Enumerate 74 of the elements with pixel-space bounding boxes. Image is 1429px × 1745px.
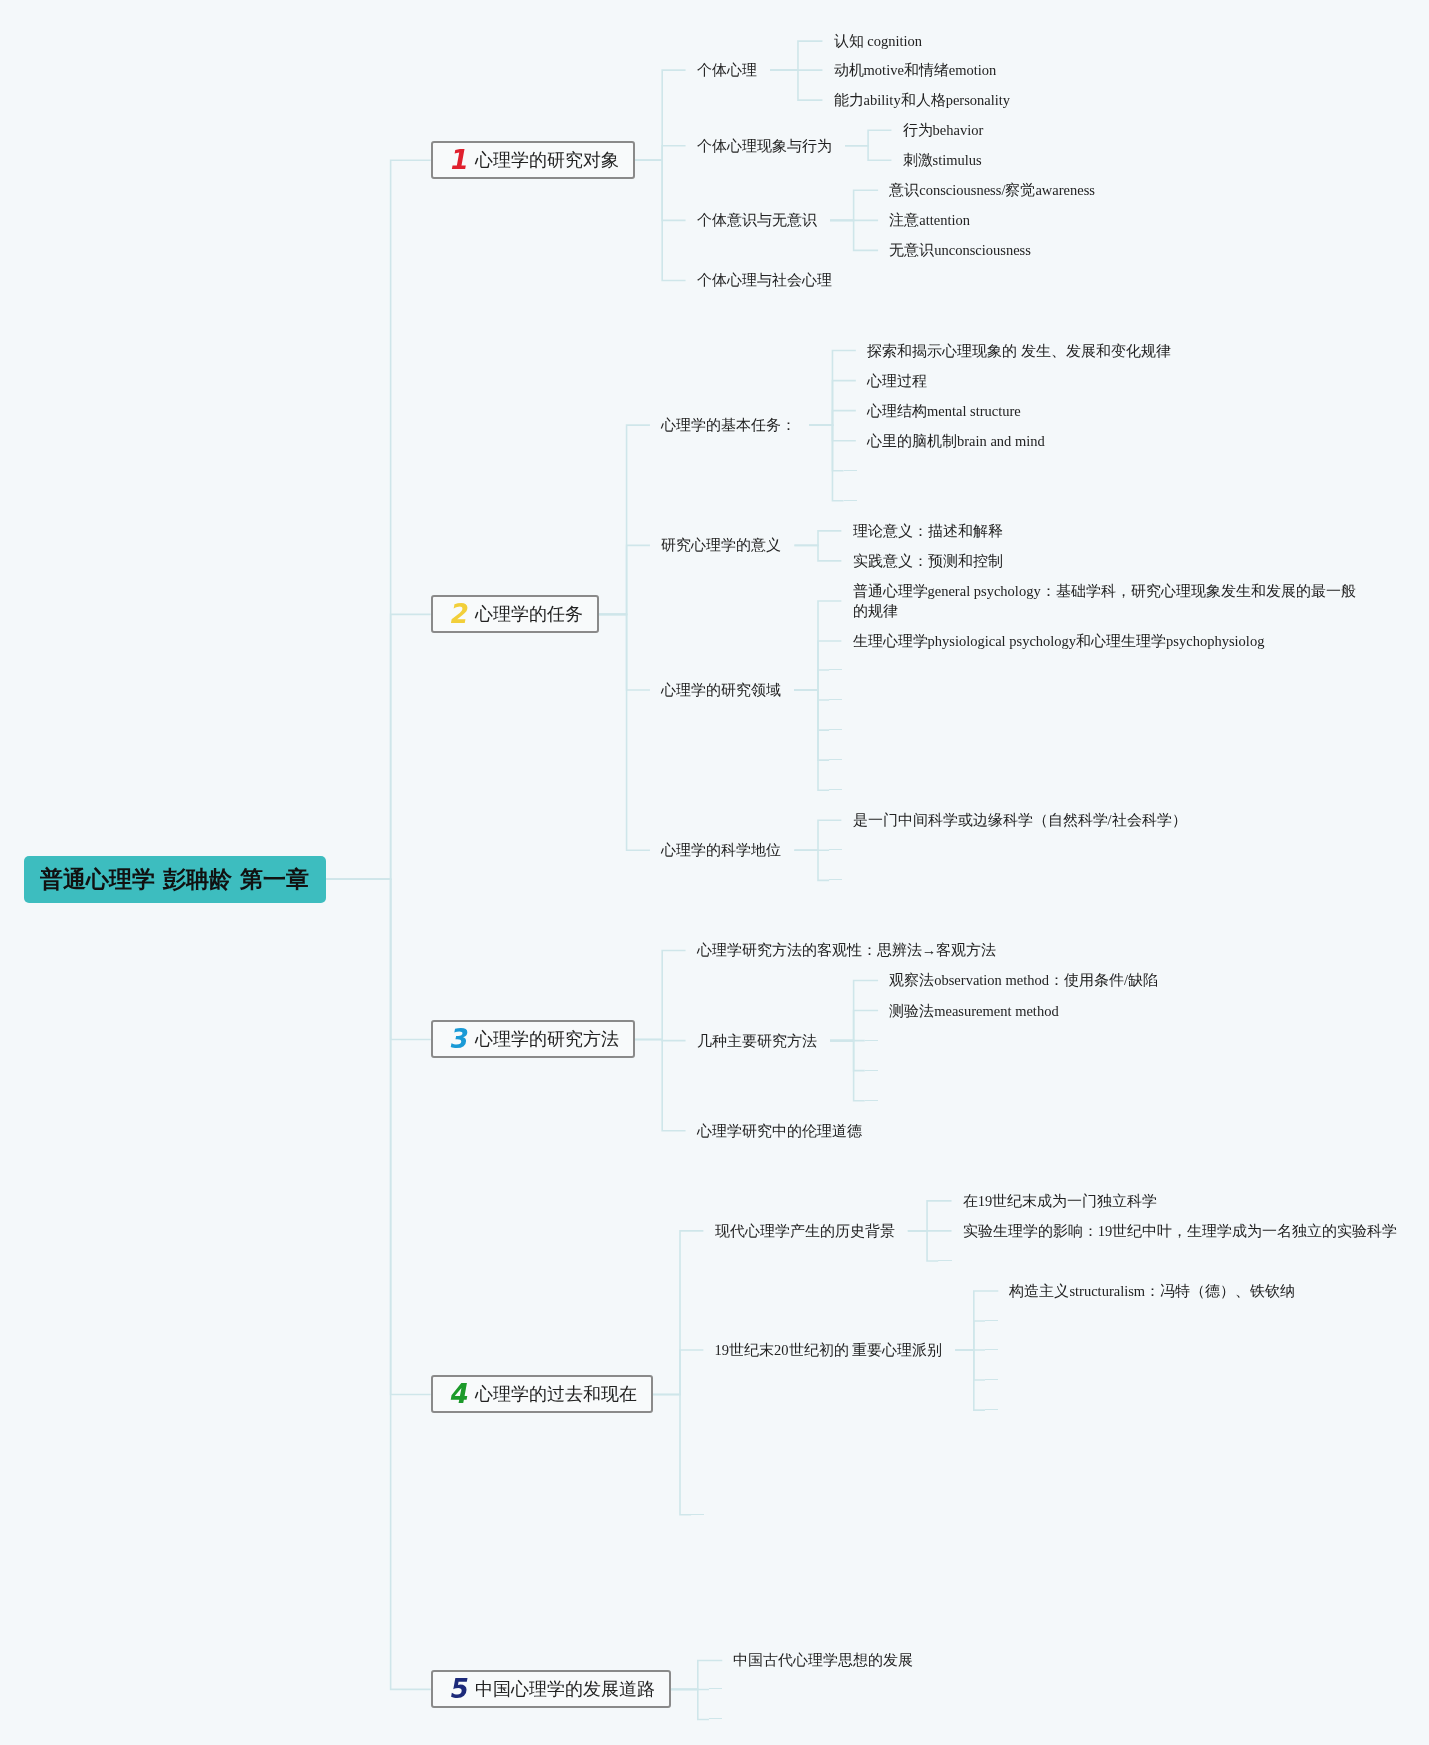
topic-text: 心理学的科学地位 — [661, 840, 782, 861]
empty-branch-end — [829, 849, 843, 852]
topic-label: 心理学的研究对象 — [474, 148, 619, 173]
empty-branch-end — [829, 879, 843, 882]
topic-text: 生理心理学physiological psychology和心理生理学psychophysiolog — [852, 631, 1265, 652]
empty-branch-end — [708, 1688, 723, 1691]
empty-branch-end — [843, 469, 857, 472]
empty-branch-end — [708, 1718, 723, 1721]
topic-text: 几种主要研究方法 — [696, 1030, 817, 1051]
topic-text: 实验生理学的影响：19世纪中叶，生理学成为一名独立的实验科学 — [962, 1220, 1398, 1241]
topic-text: 刺激stimulus — [902, 150, 982, 171]
topic-text: 个体意识与无意识 — [696, 210, 817, 231]
empty-branch-end — [691, 1513, 705, 1516]
topic-text: 19世纪末20世纪初的 重要心理派别 — [714, 1339, 943, 1360]
topic-text: 心理过程 — [866, 370, 927, 391]
empty-branch-end — [829, 699, 843, 702]
topic-number: 1 — [450, 147, 469, 174]
empty-branch-end — [864, 1039, 879, 1042]
topic-text: 实践意义：预测和控制 — [852, 550, 1003, 571]
topic-text: 观察法observation method：使用条件/缺陷 — [889, 970, 1158, 991]
topic-text: 理论意义：描述和解释 — [852, 520, 1003, 541]
branch-line — [793, 849, 830, 882]
topic-text: 个体心理与社会心理 — [696, 270, 832, 291]
topic-text: 能力ability和人格personality — [833, 90, 1011, 111]
topic-number: 3 — [450, 1026, 469, 1053]
topic-label: 心理学的研究方法 — [474, 1027, 619, 1052]
topic-text: 心理学研究中的伦理道德 — [696, 1120, 862, 1141]
empty-branch-end — [829, 789, 843, 792]
empty-branch-end — [829, 729, 843, 732]
topic-box — [430, 141, 635, 180]
topic-text: 研究心理学的意义 — [661, 535, 782, 556]
topic-number: 5 — [450, 1676, 469, 1703]
topic-box — [430, 1670, 671, 1709]
topic-label: 心理学的过去和现在 — [474, 1382, 637, 1407]
topic-text: 行为behavior — [902, 120, 984, 141]
topic-text: 心理结构mental structure — [866, 400, 1021, 421]
topic-label: 心理学的任务 — [474, 602, 583, 627]
empty-branch-end — [984, 1409, 999, 1412]
topic-label: 中国心理学的发展道路 — [474, 1677, 655, 1702]
topic-text: 测验法measurement method — [889, 1000, 1059, 1021]
empty-branch-end — [984, 1320, 999, 1323]
topic-text: 意识consciousness/察觉awareness — [889, 180, 1095, 201]
empty-branch-end — [864, 1069, 879, 1072]
topic-text: 心理学研究方法的客观性：思辨法→客观方法 — [696, 940, 997, 961]
topic-box — [430, 595, 599, 634]
topic-text: 无意识unconsciousness — [889, 240, 1031, 261]
root-topic: 普通心理学 彭聃龄 第一章 — [24, 855, 326, 903]
topic-text: 中国古代心理学思想的发展 — [733, 1650, 914, 1671]
topic-text: 注意attention — [889, 210, 970, 231]
branch-line — [844, 145, 893, 162]
topic-text: 个体心理现象与行为 — [696, 135, 832, 156]
topic-text: 心理学的研究领域 — [661, 680, 782, 700]
topic-text: 认知 cognition — [833, 31, 922, 52]
topic-text: 动机motive和情绪emotion — [833, 60, 997, 81]
topic-box — [430, 1375, 653, 1414]
topic-text: 现代心理学产生的历史背景 — [714, 1220, 895, 1241]
topic-text: 是一门中间科学或边缘科学（自然科学/社会科学） — [852, 810, 1187, 831]
branch-line — [793, 544, 843, 562]
empty-branch-end — [864, 1099, 879, 1102]
topic-text: 构造主义structuralism：冯特（德）、铁钦纳 — [1009, 1281, 1296, 1301]
topic-text: 探索和揭示心理现象的 发生、发展和变化规律 — [866, 340, 1171, 361]
empty-branch-end — [843, 499, 857, 502]
topic-text: 在19世纪末成为一门独立科学 — [962, 1190, 1158, 1211]
topic-text: 心理学的基本任务： — [661, 415, 797, 436]
empty-branch-end — [829, 759, 843, 762]
empty-branch-end — [984, 1348, 999, 1351]
topic-text: 心里的脑机制brain and mind — [866, 430, 1045, 451]
topic-box — [430, 1020, 635, 1059]
topic-number: 2 — [450, 601, 469, 628]
topic-text: 个体心理 — [696, 60, 757, 81]
empty-branch-end — [829, 668, 843, 671]
empty-branch-end — [938, 1259, 952, 1262]
topic-number: 4 — [450, 1381, 469, 1408]
topic-text: 普通心理学general psychology：基础学科，研究心理现象发生和发展的最一般的规律 — [852, 580, 1359, 621]
